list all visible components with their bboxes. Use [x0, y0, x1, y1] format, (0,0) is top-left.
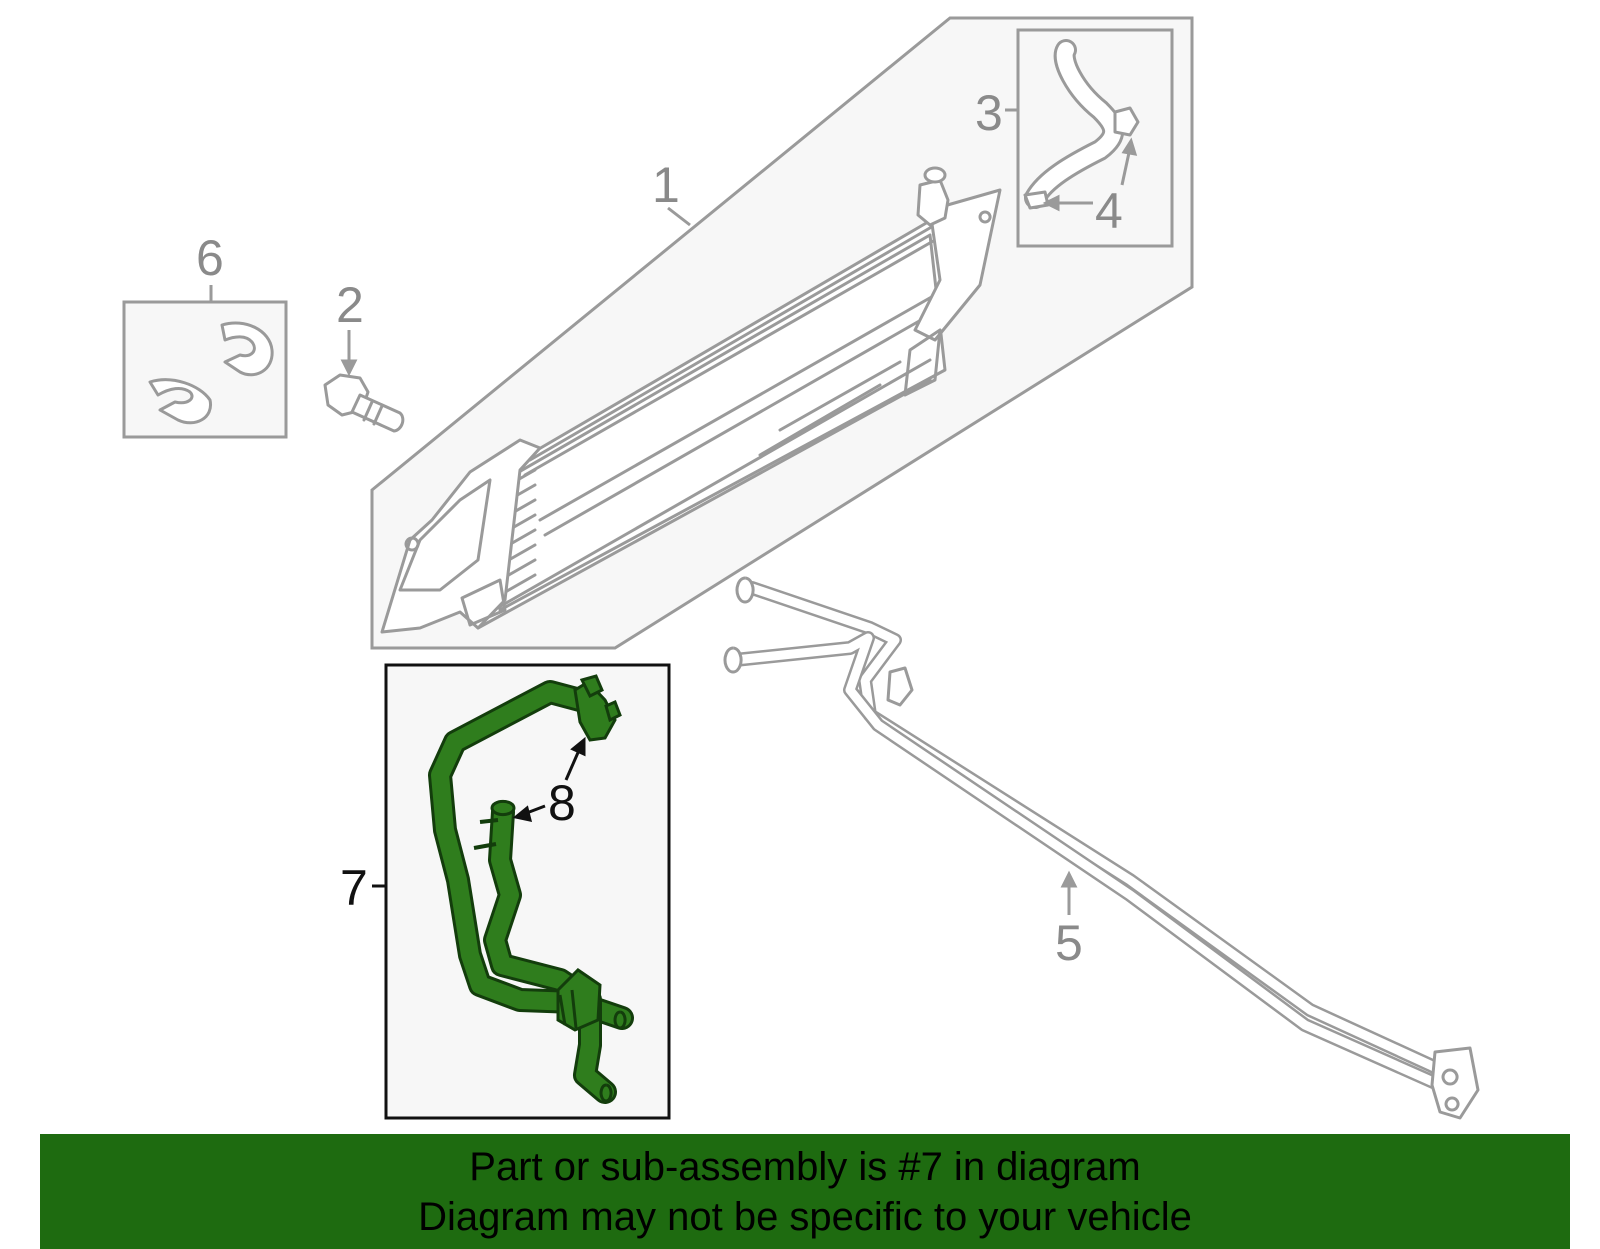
callout-7: 7 [340, 860, 368, 916]
leader-4 [1042, 137, 1138, 212]
bolt [323, 373, 405, 433]
hose-inset-box [1016, 28, 1174, 248]
leader-1 [667, 206, 691, 227]
callout-8: 8 [548, 775, 576, 831]
callout-2: 2 [336, 277, 364, 333]
callout-4: 4 [1095, 183, 1123, 239]
highlighted-part-7 [428, 674, 634, 1104]
retaining-clips [148, 321, 274, 425]
banner-line-2: Diagram may not be specific to your vehi… [418, 1195, 1192, 1239]
callout-5: 5 [1055, 915, 1083, 971]
banner-line-1: Part or sub-assembly is #7 in diagram [469, 1145, 1141, 1189]
callout-3: 3 [975, 85, 1003, 141]
cooler-hose [1023, 39, 1140, 210]
info-banner: Part or sub-assembly is #7 in diagram Di… [40, 1134, 1570, 1249]
cooler-lines [723, 576, 1480, 1120]
leader-8 [512, 736, 586, 822]
highlight-inset-box [384, 663, 671, 1120]
leader-5 [1060, 870, 1078, 915]
oil-cooler [380, 166, 1002, 634]
leader-2 [340, 330, 358, 377]
callout-6: 6 [196, 230, 224, 286]
callout-1: 1 [652, 157, 680, 213]
